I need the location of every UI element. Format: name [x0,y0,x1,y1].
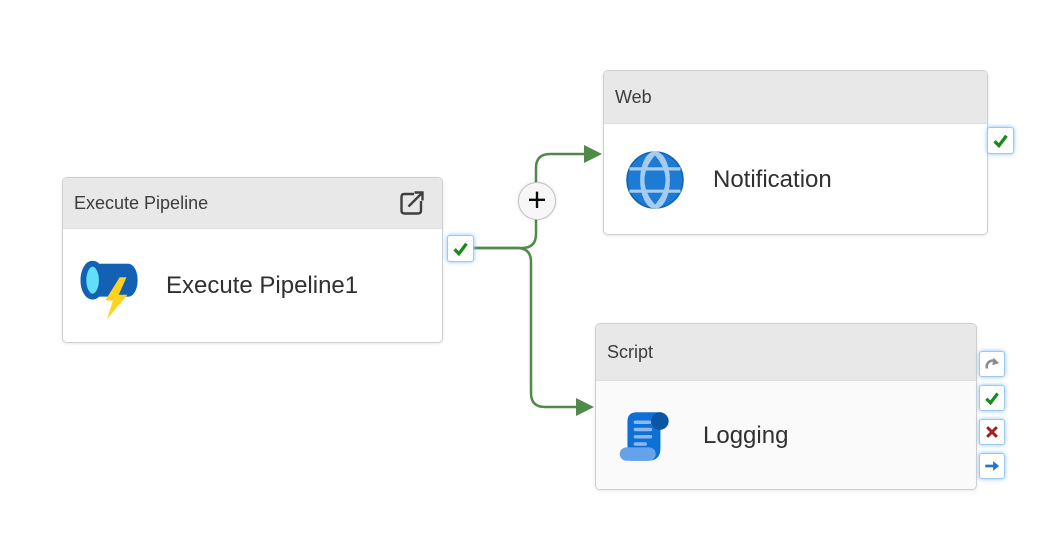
activity-body: Logging [596,381,976,489]
activity-name: Logging [703,421,789,449]
success-port[interactable] [987,127,1014,154]
activity-type-label: Execute Pipeline [74,192,209,213]
plus-icon: + [527,181,547,218]
execute-pipeline-icon [80,251,142,321]
fail-port[interactable] [979,419,1005,445]
script-scroll-icon [613,403,679,469]
fail-x-icon [986,426,998,438]
activity-header: Execute Pipeline [63,178,442,229]
activity-node-web[interactable]: Web Notification [603,70,988,235]
edge-arrowhead-script [576,398,594,416]
activity-header: Script [596,324,976,381]
completion-port[interactable] [979,453,1005,479]
activity-type-label: Script [607,341,654,362]
activity-body: Notification [604,124,987,234]
skip-arrow-icon [985,357,1000,369]
success-check-icon [993,134,1008,149]
success-check-icon [453,242,468,257]
edge-arrowhead-web [584,145,602,163]
edge-success-to-script [474,246,576,409]
success-port[interactable] [447,235,474,262]
activity-body: Execute Pipeline1 [63,229,442,342]
activity-type-label: Web [615,86,652,107]
open-pipeline-icon[interactable] [393,184,431,222]
add-activity-button[interactable]: + [518,182,556,220]
success-port[interactable] [979,385,1005,411]
globe-icon [621,146,689,214]
activity-header: Web [604,71,987,124]
success-check-icon [985,392,999,406]
skip-port[interactable] [979,351,1005,377]
activity-name: Execute Pipeline1 [166,272,359,299]
completion-arrow-icon [985,461,1000,471]
activity-node-script[interactable]: Script Logging [595,323,977,490]
activity-name: Notification [713,165,832,193]
activity-node-execute-pipeline[interactable]: Execute Pipeline [62,177,443,343]
